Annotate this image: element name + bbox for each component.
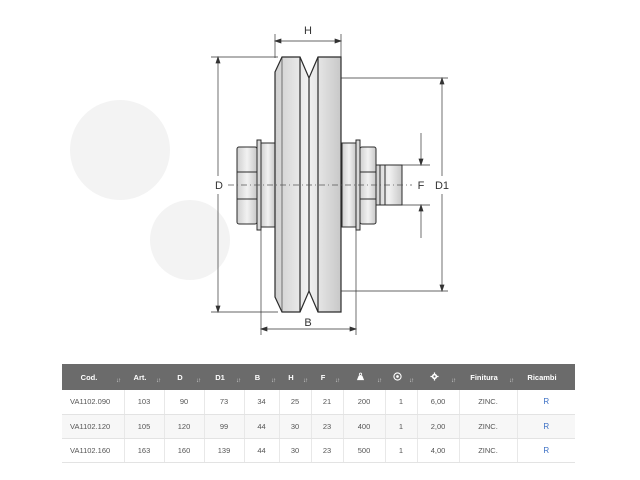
sort-icon[interactable]: ↓↑ [409,378,414,384]
dimension-d [211,55,278,314]
wheel-body [274,56,342,313]
cell-load: 400 [343,414,386,439]
column-header-art[interactable]: Art. ↓↑ [124,364,164,390]
label-d1: D1 [435,180,449,192]
column-header-label: D [177,372,183,382]
dimension-f [402,133,430,238]
column-header-h[interactable]: H ↓↑ [279,364,311,390]
column-header-label: B [254,372,261,382]
cell-ricambi: R [517,438,575,463]
watermark [70,100,230,280]
sort-icon[interactable]: ↓↑ [236,378,241,384]
cell-load: 500 [343,438,386,463]
column-header-label: F [320,372,326,382]
cell-art: 105 [124,414,165,439]
column-header-d1[interactable]: D1 ↓↑ [204,364,244,390]
column-header-label: D1 [215,372,225,382]
table-header-row: Cod.↓↑Art.↓↑D↓↑D1↓↑B↓↑H↓↑F↓↑↓↑↓↑↓↑Finitu… [62,364,575,390]
dimension-b [259,227,358,335]
sort-icon[interactable]: ↓↑ [271,378,276,384]
column-header-cod[interactable]: Cod. ↓↑ [62,364,124,390]
label-b: B [304,317,311,329]
cell-f: 23 [311,414,344,439]
sort-icon[interactable]: ↓↑ [377,378,382,384]
spare-parts-link[interactable]: R [543,421,550,431]
cell-ricambi: R [517,414,575,439]
cell-bearing: 1 [385,390,418,415]
sort-icon[interactable]: ↓↑ [196,378,201,384]
cell-finitura: ZINC. [459,390,518,415]
cell-weight: 4,00 [417,438,460,463]
cell-cod: VA1102.120 [62,414,125,439]
column-header-label: Ricambi [527,372,557,382]
dimension-h [273,34,343,58]
cell-weight: 2,00 [417,414,460,439]
sort-icon[interactable]: ↓↑ [156,378,161,384]
cell-cod: VA1102.160 [62,438,125,463]
cell-d: 90 [164,390,205,415]
sort-icon[interactable]: ↓↑ [303,378,308,384]
cell-b: 34 [244,390,280,415]
column-header-bearing[interactable]: ↓↑ [385,364,417,390]
ball-bearing-icon [392,371,402,383]
cell-ricambi: R [517,390,575,415]
cell-b: 44 [244,414,280,439]
column-header-label: Cod. [80,372,98,382]
v-groove-wheel-drawing: H D F D1 B [70,25,449,335]
cell-d: 160 [164,438,205,463]
cell-f: 21 [311,390,344,415]
column-header-f[interactable]: F ↓↑ [311,364,343,390]
cell-load: 200 [343,390,386,415]
cell-finitura: ZINC. [459,414,518,439]
cell-h: 30 [279,438,312,463]
column-header-ricambi[interactable]: Ricambi [517,364,575,390]
dimension-d1 [341,76,448,293]
sort-icon[interactable]: ↓↑ [116,378,121,384]
cell-h: 25 [279,390,312,415]
spare-parts-link[interactable]: R [543,445,550,455]
cell-f: 23 [311,438,344,463]
sort-icon[interactable]: ↓↑ [335,378,340,384]
cell-d1: 139 [204,438,245,463]
column-header-load[interactable]: ↓↑ [343,364,385,390]
left-hex-nut [236,146,258,225]
cell-h: 30 [279,414,312,439]
cell-finitura: ZINC. [459,438,518,463]
label-h: H [304,25,312,37]
cell-art: 103 [124,390,165,415]
cell-weight: 6,00 [417,390,460,415]
column-header-finitura[interactable]: Finitura ↓↑ [459,364,517,390]
label-d: D [215,180,223,192]
weight-icon [356,372,365,383]
cell-b: 44 [244,438,280,463]
cell-bearing: 1 [385,438,418,463]
column-header-label: Finitura [470,372,498,382]
sort-icon[interactable]: ↓↑ [509,378,514,384]
cell-d: 120 [164,414,205,439]
column-header-label: Art. [133,372,147,382]
column-header-label: H [288,372,294,382]
label-f: F [418,180,425,192]
sort-icon[interactable]: ↓↑ [451,378,456,384]
spare-parts-link[interactable]: R [543,397,550,407]
cell-d1: 73 [204,390,245,415]
gear-icon [429,371,439,383]
cell-d1: 99 [204,414,245,439]
column-header-weight[interactable]: ↓↑ [417,364,459,390]
column-header-d[interactable]: D ↓↑ [164,364,204,390]
cell-cod: VA1102.090 [62,390,125,415]
spec-table: Cod.↓↑Art.↓↑D↓↑D1↓↑B↓↑H↓↑F↓↑↓↑↓↑↓↑Finitu… [62,364,575,463]
cell-art: 163 [124,438,165,463]
right-hex-nut [359,146,377,225]
column-header-b[interactable]: B ↓↑ [244,364,279,390]
cell-bearing: 1 [385,414,418,439]
